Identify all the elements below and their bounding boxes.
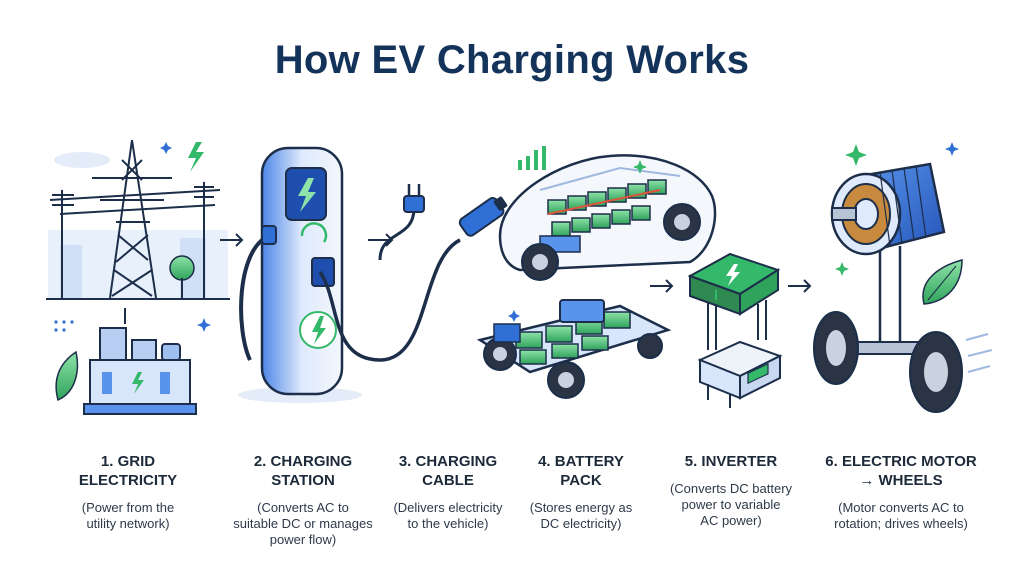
step-5-label: 5. INVERTER [684, 453, 778, 470]
step-3-description: (Delivers electricity to the vehicle) [393, 500, 503, 531]
step-6-description: (Motor converts AC to rotation; drives w… [834, 500, 968, 531]
step-4: 4. BATTERY PACK (Stores energy as DC ele… [506, 452, 656, 532]
arrow-icon [788, 279, 812, 293]
wheel-icon [813, 311, 993, 413]
step-5-description: (Converts DC battery power to variable A… [669, 481, 793, 528]
leaf-icon [922, 259, 963, 305]
motor-icon [830, 162, 946, 350]
step-3-label: 3. CHARGING CABLE [398, 453, 498, 489]
transmission-tower-icon [46, 139, 230, 300]
inverter-icon [687, 252, 783, 408]
step-5: 5. INVERTER (Converts DC battery power t… [656, 452, 806, 529]
step-2-description: (Converts AC to suitable DC or manages p… [233, 500, 373, 547]
step-1-label: 1. GRID ELECTRICITY [78, 453, 178, 489]
step-3: 3. CHARGING CABLE (Delivers electricity … [378, 452, 518, 532]
lightning-icon [188, 142, 204, 172]
step-6-label: 6. ELECTRIC MOTOR → WHEELS [825, 453, 977, 489]
step-2: 2. CHARGING STATION (Converts AC to suit… [218, 452, 388, 548]
step-2-label: 2. CHARGING STATION [253, 453, 353, 489]
step-1-description: (Power from the utility network) [81, 500, 175, 531]
plug-icon [318, 184, 508, 362]
sparkle-icon [633, 144, 867, 276]
step-4-label: 4. BATTERY PACK [538, 453, 624, 489]
step-1: 1. GRID ELECTRICITY (Power from the util… [58, 452, 198, 532]
power-plant-icon [55, 327, 197, 415]
car-battery-icon [476, 146, 717, 399]
arrow-icon [220, 233, 244, 247]
charging-station-icon [238, 146, 362, 403]
step-6: 6. ELECTRIC MOTOR → WHEELS (Motor conver… [806, 452, 996, 532]
arrow-icon [650, 279, 674, 293]
step-4-description: (Stores energy as DC electricity) [529, 500, 633, 531]
page-title: How EV Charging Works [274, 38, 750, 82]
